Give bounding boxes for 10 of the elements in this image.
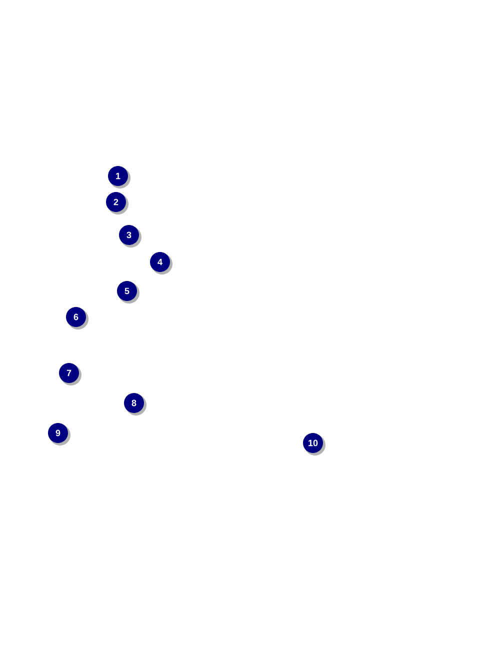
callout-number: 5	[117, 281, 140, 304]
callout-number: 10	[303, 433, 326, 456]
callout-number: 3	[119, 225, 142, 248]
callout-number: 6	[66, 307, 88, 330]
callout-number: 9	[48, 423, 70, 446]
callout-number: 7	[59, 363, 82, 386]
callout-number: 8	[124, 393, 146, 416]
callout-number: 2	[106, 192, 128, 214]
callout-number: 4	[150, 252, 172, 274]
callout-number: 1	[108, 166, 130, 188]
